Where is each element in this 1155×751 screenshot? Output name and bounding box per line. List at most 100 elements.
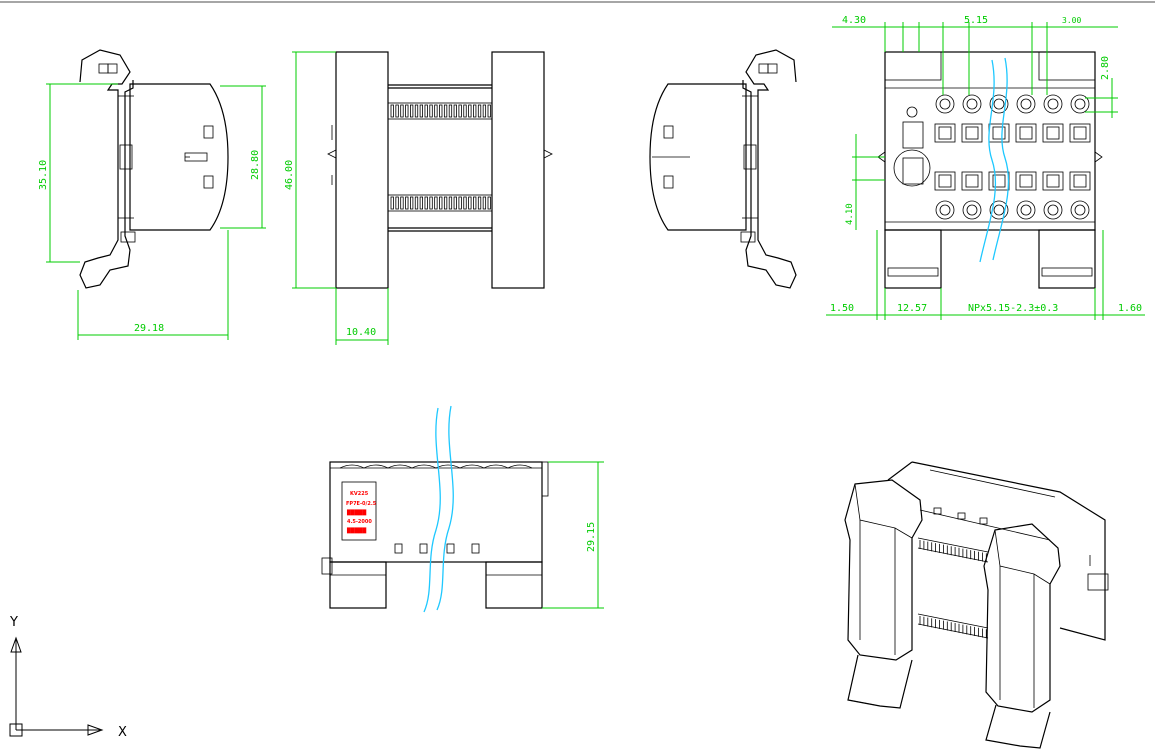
terminal-clamp <box>1069 123 1091 143</box>
terminal-clamp-inner <box>992 174 1006 188</box>
terminal-clamp-inner <box>992 126 1006 140</box>
front-tooth <box>434 196 438 210</box>
front-tooth <box>453 196 457 210</box>
terminal-clamp <box>1042 123 1064 143</box>
front-teeth-top <box>390 104 491 118</box>
top-terminal-grid <box>934 94 1091 220</box>
elevation-view: KV225 FP7E-0/2.5 █████ 4.5-2000 █████ <box>321 461 549 609</box>
front-tooth <box>448 196 453 210</box>
front-tooth <box>409 104 414 118</box>
terminal-screw <box>1043 94 1063 114</box>
dim-side-inner-height: 28.80 <box>250 150 261 180</box>
front-tooth <box>409 196 414 210</box>
label-line-3: █████ <box>346 509 366 516</box>
terminal-screw <box>1016 200 1036 220</box>
side-view-right <box>649 49 797 289</box>
terminal-screw <box>935 94 955 114</box>
front-tooth <box>477 196 482 210</box>
dim-top-left-offset: 4.30 <box>842 15 866 26</box>
terminal-screw-inner <box>993 204 1005 216</box>
front-tooth <box>463 196 467 210</box>
front-tooth <box>405 196 409 210</box>
dim-side-height: 35.10 <box>38 160 49 190</box>
side-view-left <box>79 49 229 289</box>
terminal-clamp-inner <box>1019 174 1033 188</box>
terminal-clamp-inner <box>1073 126 1087 140</box>
front-tooth <box>400 104 404 118</box>
terminal-screw-inner <box>966 204 978 216</box>
terminal-screw-inner <box>1020 204 1032 216</box>
axis-x-label: X <box>118 725 127 740</box>
front-tooth <box>443 196 448 210</box>
dim-top-left-vertical: 4.10 <box>845 203 855 225</box>
dim-top-right-small: 3.00 <box>1062 16 1081 25</box>
elevation-break-line <box>423 405 454 613</box>
elevation-rib <box>483 464 509 469</box>
terminal-clamp <box>934 171 956 191</box>
front-teeth-bottom <box>390 196 491 210</box>
label-line-1: KV225 <box>350 491 369 497</box>
front-view-dimensions: 46.00 10.40 <box>284 51 389 345</box>
label-line-2: FP7E-0/2.5 <box>346 501 377 507</box>
front-tooth <box>443 104 448 118</box>
terminal-screw-inner <box>939 98 951 110</box>
front-tooth <box>414 104 419 118</box>
terminal-clamp <box>1042 171 1064 191</box>
ucs-axis-icon: Y X <box>9 615 127 740</box>
product-label-plate <box>341 481 377 541</box>
terminal-screw-inner <box>939 204 951 216</box>
dim-bottom-left-margin: 1.50 <box>830 303 854 314</box>
front-tooth <box>458 196 462 210</box>
front-tooth <box>395 104 399 118</box>
dim-front-width: 10.40 <box>346 327 376 338</box>
top-view <box>877 51 1103 289</box>
front-tooth <box>473 104 477 118</box>
front-tooth <box>390 104 394 118</box>
top-view-break-line <box>979 57 1010 263</box>
dim-bottom-first: 12.57 <box>897 303 927 314</box>
iso-teeth-top <box>919 540 987 563</box>
front-tooth <box>429 104 433 118</box>
front-tooth <box>429 196 433 210</box>
front-tooth <box>414 196 419 210</box>
terminal-clamp <box>961 123 983 143</box>
front-view <box>327 51 553 289</box>
terminal-clamp-inner <box>938 174 952 188</box>
dim-bottom-formula: NPx5.15-2.3±0.3 <box>968 303 1058 314</box>
front-tooth <box>405 104 409 118</box>
terminal-screw <box>1070 94 1090 114</box>
front-tooth <box>468 196 472 210</box>
front-tooth <box>473 196 477 210</box>
terminal-clamp-inner <box>965 174 979 188</box>
front-tooth <box>419 196 424 210</box>
terminal-screw-inner <box>1047 204 1059 216</box>
isometric-view <box>844 461 1109 749</box>
elevation-rib <box>339 464 365 469</box>
front-tooth <box>487 196 491 210</box>
front-tooth <box>468 104 472 118</box>
terminal-screw-inner <box>1074 98 1086 110</box>
terminal-screw-inner <box>966 98 978 110</box>
elevation-rib <box>411 464 437 469</box>
terminal-clamp-inner <box>1073 174 1087 188</box>
elevation-rib <box>459 464 485 469</box>
terminal-screw-inner <box>1020 98 1032 110</box>
elevation-rib <box>507 464 533 469</box>
terminal-screw-inner <box>1047 98 1059 110</box>
terminal-screw <box>1043 200 1063 220</box>
front-tooth <box>463 104 467 118</box>
front-tooth <box>477 104 482 118</box>
terminal-screw <box>1016 94 1036 114</box>
front-tooth <box>487 104 491 118</box>
dim-bottom-right-margin: 1.60 <box>1118 303 1142 314</box>
terminal-clamp <box>1069 171 1091 191</box>
terminal-clamp <box>1015 171 1037 191</box>
front-tooth <box>434 104 438 118</box>
dim-top-pitch: 5.15 <box>964 15 988 26</box>
side-view-dimensions: 35.10 28.80 29.18 <box>38 83 266 340</box>
dim-top-vertical: 2.80 <box>1100 56 1111 80</box>
front-tooth <box>453 104 457 118</box>
elevation-rib <box>387 464 413 469</box>
